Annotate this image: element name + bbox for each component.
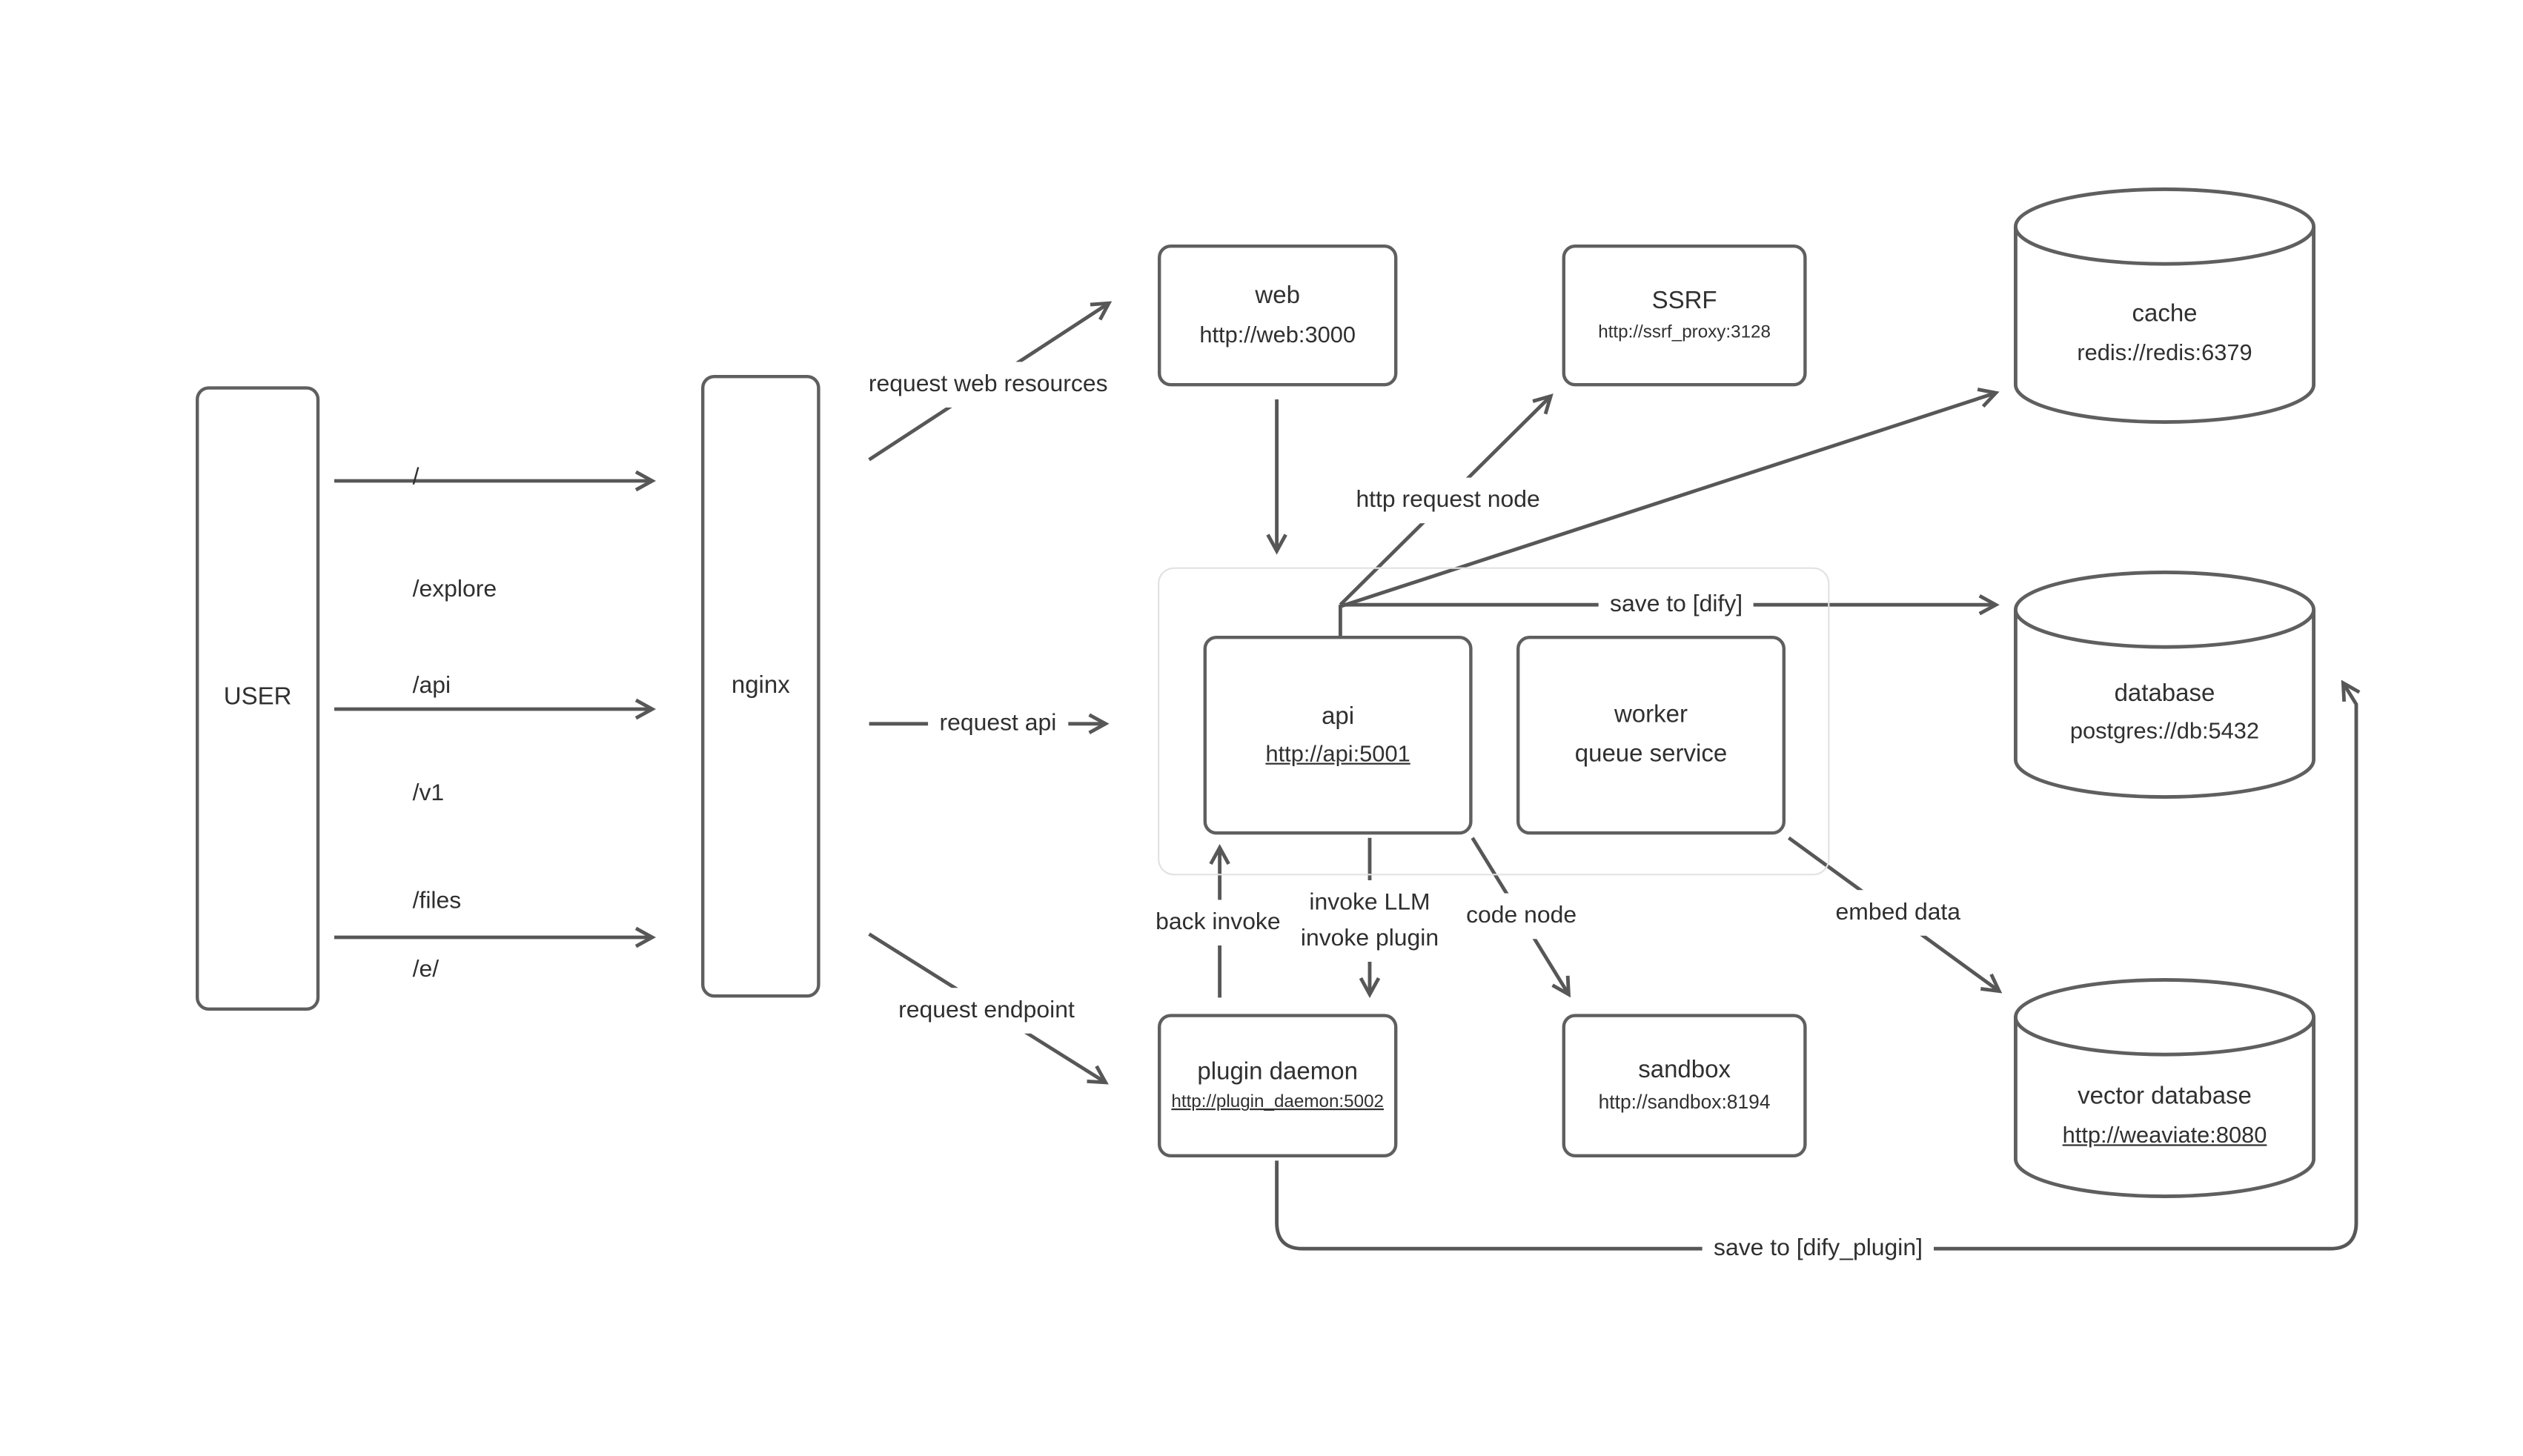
edge-label-back-invoke: back invoke (1144, 900, 1293, 945)
edge-label-http-request-node: http request node (1345, 477, 1552, 524)
node-plugin-daemon-title: plugin daemon (1197, 1057, 1358, 1086)
node-database-url: postgres://db:5432 (2069, 717, 2260, 744)
route-path: /v1 (412, 780, 445, 807)
node-nginx-label: nginx (731, 671, 790, 699)
node-vector-database-title: vector database (2078, 1082, 2252, 1111)
node-worker: worker queue service (1516, 636, 1786, 835)
node-user: USER (196, 386, 320, 1011)
node-sandbox-url: http://sandbox:8194 (1598, 1090, 1771, 1113)
node-cache-title: cache (2132, 299, 2198, 328)
node-sandbox-title: sandbox (1638, 1056, 1731, 1085)
node-vector-database-url: http://weaviate:8080 (2062, 1120, 2267, 1147)
node-database: database postgres://db:5432 (2014, 571, 2315, 799)
edge-label-code-node: code node (1454, 893, 1588, 940)
node-plugin-daemon: plugin daemon http://plugin_daemon:5002 (1158, 1014, 1398, 1157)
node-cache: cache redis://redis:6379 (2014, 187, 2315, 424)
edge-label-save-to-dify-plugin: save to [dify_plugin] (1702, 1226, 1934, 1271)
route-path: /files (412, 888, 462, 915)
node-sandbox: sandbox http://sandbox:8194 (1562, 1014, 1807, 1157)
vector-database-cylinder-icon (2014, 978, 2315, 1198)
node-database-title: database (2114, 679, 2215, 707)
database-cylinder-icon (2014, 571, 2315, 799)
arrow-api-cache (1339, 388, 2000, 608)
node-web: web http://web:3000 (1158, 245, 1398, 387)
edge-label-request-web-resources: request web resources (857, 362, 1119, 408)
cache-cylinder-icon (2014, 187, 2315, 424)
route-path: /explore (412, 576, 497, 603)
node-worker-title: worker (1614, 701, 1688, 729)
node-cache-url: redis://redis:6379 (2077, 338, 2252, 365)
node-web-url: http://web:3000 (1199, 320, 1356, 347)
node-ssrf-title: SSRF (1651, 287, 1717, 316)
route-path: / (412, 465, 420, 491)
edge-label-user-api-paths: /api /v1 /files (413, 596, 462, 991)
edge-label-user-e-path: /e/ (413, 877, 439, 1065)
node-api-url: http://api:5001 (1265, 739, 1410, 767)
node-user-label: USER (223, 683, 292, 711)
node-api-title: api (1322, 702, 1355, 730)
node-ssrf-url: http://ssrf_proxy:3128 (1598, 322, 1771, 342)
arrow-plugin-daemon-database (1275, 679, 2361, 1251)
edge-label-embed-data: embed data (1824, 890, 1972, 936)
node-web-title: web (1255, 282, 1300, 310)
edge-label-invoke-plugin: invoke plugin (1300, 925, 1439, 952)
edge-label-save-to-dify: save to [dify] (1598, 582, 1754, 628)
route-path: /api (412, 673, 451, 699)
node-api: api http://api:5001 (1203, 636, 1473, 835)
route-path: /e/ (412, 957, 440, 983)
edge-label-user-root-paths: / /explore (413, 385, 497, 685)
node-vector-database: vector database http://weaviate:8080 (2014, 978, 2315, 1198)
edge-label-invoke-llm: invoke LLM (1309, 890, 1430, 917)
edge-label-request-endpoint: request endpoint (886, 988, 1087, 1034)
node-nginx: nginx (701, 375, 820, 998)
api-worker-group (1158, 567, 1830, 876)
node-worker-subtitle: queue service (1574, 739, 1728, 768)
node-plugin-daemon-url: http://plugin_daemon:5002 (1171, 1092, 1385, 1112)
node-ssrf: SSRF http://ssrf_proxy:3128 (1562, 245, 1807, 387)
edge-label-invoke: invoke LLM invoke plugin (1289, 880, 1451, 962)
edge-label-request-api: request api (928, 701, 1068, 747)
